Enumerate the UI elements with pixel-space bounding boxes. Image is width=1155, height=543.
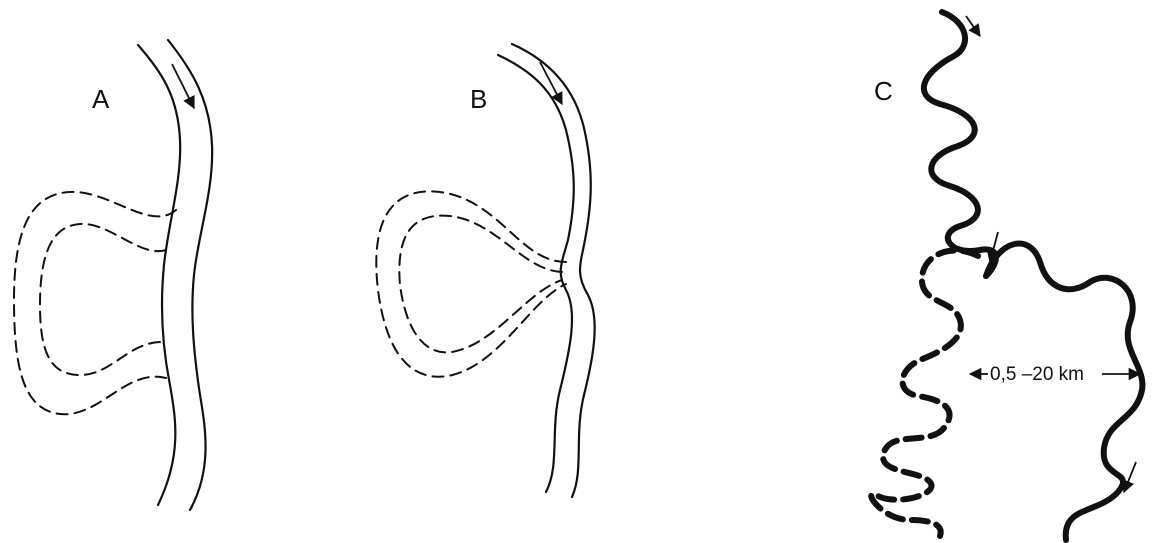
panel-a-label: A bbox=[92, 84, 110, 114]
panel-c-upper-meander-channel bbox=[924, 12, 996, 276]
panel-b: B bbox=[376, 44, 594, 497]
panel-c-label: C bbox=[874, 76, 893, 106]
panel-a-abandoned-meander-inner bbox=[40, 224, 166, 375]
panel-b-channel-left-bank bbox=[498, 55, 574, 492]
panel-c-belt-width-label: 0,5 –20 km bbox=[990, 364, 1084, 385]
panel-c-flow-arrow-bottom bbox=[1124, 462, 1136, 492]
panel-b-label: B bbox=[470, 84, 487, 114]
panel-c-abandoned-meanders bbox=[871, 250, 978, 536]
panel-c-lower-meander-channel bbox=[986, 244, 1142, 540]
panel-c-flow-arrow-top bbox=[966, 16, 980, 36]
panel-a-channel-left-bank bbox=[138, 45, 180, 505]
panel-b-abandoned-loop-outer bbox=[376, 191, 566, 376]
panel-a: A bbox=[14, 40, 212, 510]
panel-b-abandoned-loop-inner bbox=[399, 216, 562, 353]
panel-c: C 0,5 –20 km bbox=[871, 12, 1142, 540]
